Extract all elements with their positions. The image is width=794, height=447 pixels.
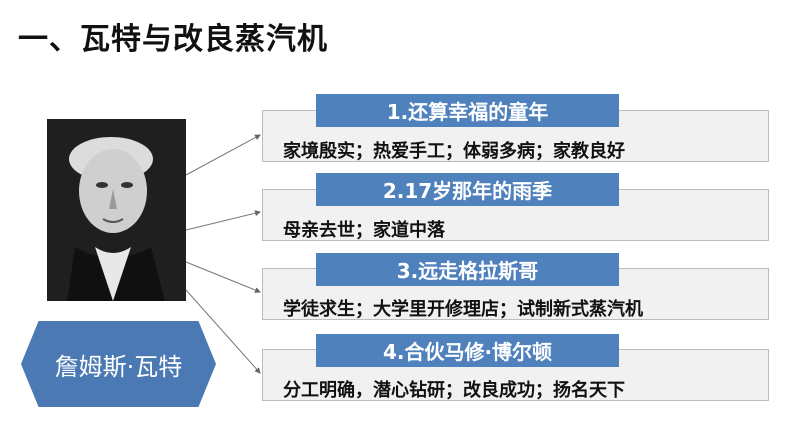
stage-detail-1: 家境殷实；热爱手工；体弱多病；家教良好: [283, 141, 625, 162]
page-title: 一、瓦特与改良蒸汽机: [18, 22, 328, 57]
stage-detail-4: 分工明确，潜心钻研；改良成功；扬名天下: [283, 380, 625, 401]
connector-4: [185, 289, 261, 374]
stage-heading-1: 1.还算幸福的童年: [316, 94, 619, 127]
stage-heading-2: 2.17岁那年的雨季: [316, 173, 619, 206]
stage-heading-3: 3.远走格拉斯哥: [316, 253, 619, 286]
connector-2: [185, 210, 261, 231]
portrait-image: [47, 119, 186, 301]
stage-detail-2: 母亲去世；家道中落: [283, 220, 445, 241]
portrait-icon: [47, 119, 186, 301]
connector-3: [185, 261, 261, 293]
stage-detail-3: 学徒求生；大学里开修理店；试制新式蒸汽机: [283, 299, 643, 320]
stage-heading-4: 4.合伙马修·博尔顿: [316, 334, 619, 367]
connector-1: [185, 134, 261, 176]
person-name: 詹姆斯·瓦特: [21, 321, 216, 407]
